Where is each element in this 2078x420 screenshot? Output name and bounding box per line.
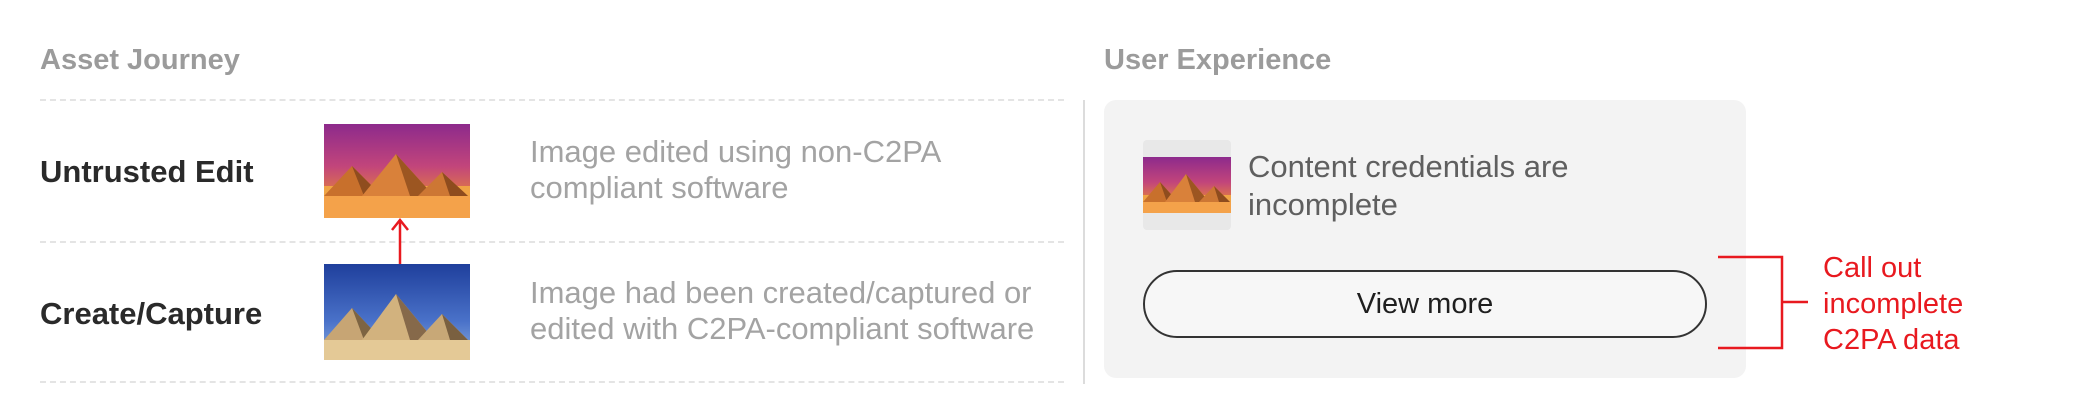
credential-thumbnail [1143,140,1231,230]
create-capture-description: Image had been created/captured or edite… [530,275,1034,347]
view-more-button[interactable]: View more [1143,270,1707,338]
create-capture-description-line1: Image had been created/captured or [530,275,1032,310]
credentials-message: Content credentials are incomplete [1248,148,1569,224]
callout-text: Call out incomplete C2PA data [1823,250,1963,358]
user-experience-title: User Experience [1104,44,1332,76]
callout-bracket-icon [1718,255,1808,350]
row-label-untrusted-edit: Untrusted Edit [40,154,254,189]
pyramids-blue-sky-thumbnail [324,264,470,360]
untrusted-edit-description-line1: Image edited using non-C2PA [530,134,942,169]
create-capture-description-line2: edited with C2PA-compliant software [530,311,1035,346]
pyramids-sunset-thumbnail [324,124,470,218]
section-divider [1083,100,1085,384]
credentials-message-line1: Content credentials are [1248,149,1569,184]
up-arrow-icon [391,217,409,264]
credentials-message-line2: incomplete [1248,187,1398,222]
divider-top [40,99,1064,101]
untrusted-edit-description-line2: compliant software [530,170,789,205]
callout-line2: incomplete [1823,288,1964,320]
callout-line3: C2PA data [1823,324,1960,356]
callout-line1: Call out [1823,252,1922,284]
asset-journey-title: Asset Journey [40,44,240,76]
divider-bottom [40,381,1064,383]
divider-middle [40,241,1064,243]
untrusted-edit-description: Image edited using non-C2PA compliant so… [530,134,941,206]
row-label-create-capture: Create/Capture [40,296,263,331]
